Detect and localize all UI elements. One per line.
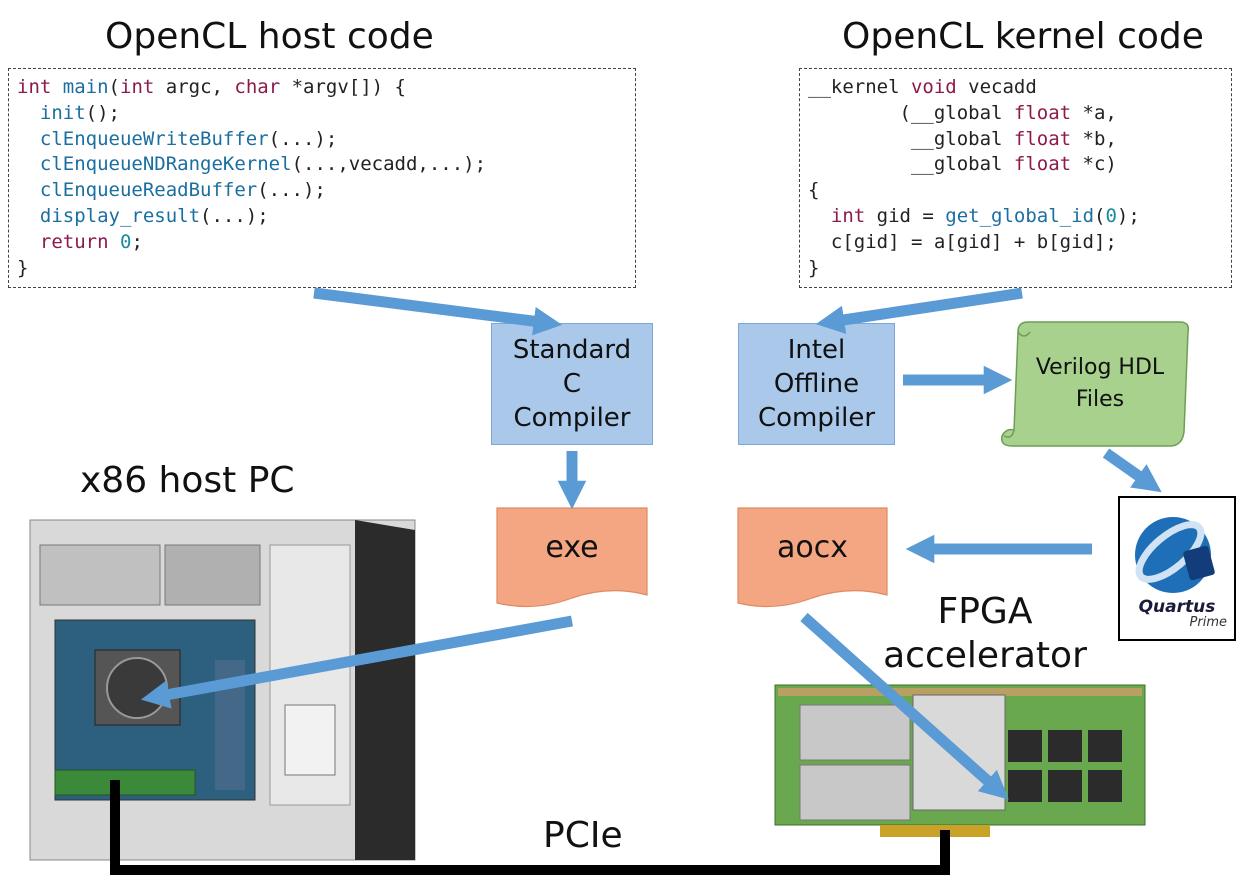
host-code-line: clEnqueueWriteBuffer(...); bbox=[39, 127, 338, 150]
host-code-line: } bbox=[17, 256, 29, 279]
host-code-line: display_result(...); bbox=[39, 204, 269, 227]
host-code-line: clEnqueueReadBuffer(...); bbox=[39, 179, 326, 202]
exe-document-shape bbox=[496, 507, 648, 608]
quartus-logo-text: Quartus bbox=[1138, 597, 1216, 617]
kernel-code-line: __global float *b, bbox=[808, 127, 1117, 150]
arrow-exe-to-host-pc bbox=[140, 615, 573, 709]
kernel-code-line: (__global float *a, bbox=[808, 101, 1117, 124]
arrow-verilog-to-quartus bbox=[1102, 448, 1162, 493]
kernel-code-line: { bbox=[808, 179, 820, 202]
host-code-line: init(); bbox=[39, 101, 120, 124]
arrow-kernel-code-to-intel bbox=[815, 287, 1023, 335]
host-code-line: int main(int argc, char *argv[]) { bbox=[17, 76, 407, 98]
host-code-line: clEnqueueNDRangeKernel(...,vecadd,...); bbox=[39, 153, 487, 176]
verilog-scroll-shape bbox=[1000, 321, 1190, 447]
kernel-code-box: __kernel void vecadd (__global float *a,… bbox=[799, 68, 1232, 288]
host-code-line: return 0; bbox=[39, 230, 143, 253]
standard-c-compiler-box: Standard C Compiler bbox=[491, 323, 653, 445]
host-code-box: int main(int argc, char *argv[]) { init(… bbox=[8, 68, 636, 288]
quartus-prime-logo-icon bbox=[1118, 496, 1236, 641]
verilog-hdl-files-label: Verilog HDL Files bbox=[1035, 355, 1165, 412]
host-pc-label: x86 host PC bbox=[80, 460, 295, 501]
flow-arrows bbox=[140, 287, 1162, 800]
arrow-aocx-to-fpga bbox=[800, 612, 1009, 800]
host-code-title: OpenCL host code bbox=[105, 16, 434, 57]
arrow-host-code-to-compiler bbox=[313, 287, 563, 336]
pcie-cable bbox=[110, 780, 950, 875]
kernel-code-line: int gid = get_global_id(0); bbox=[830, 204, 1140, 227]
kernel-code-line: __kernel void vecadd bbox=[808, 76, 1037, 98]
aocx-label: aocx bbox=[777, 530, 848, 565]
host-code-listing: int main(int argc, char *argv[]) { init(… bbox=[9, 69, 635, 281]
pcie-label: PCIe bbox=[543, 815, 623, 856]
intel-offline-compiler-box: Intel Offline Compiler bbox=[738, 323, 895, 445]
kernel-code-line: __global float *c) bbox=[808, 153, 1117, 176]
aocx-document-shape bbox=[737, 507, 888, 608]
quartus-logo-subtext: Prime bbox=[1189, 615, 1227, 630]
exe-label: exe bbox=[545, 530, 599, 565]
fpga-accelerator-label: FPGA accelerator bbox=[883, 591, 1087, 676]
kernel-code-line: } bbox=[808, 256, 820, 279]
kernel-code-title: OpenCL kernel code bbox=[842, 16, 1204, 57]
kernel-code-listing: __kernel void vecadd (__global float *a,… bbox=[800, 69, 1231, 281]
kernel-code-line: c[gid] = a[gid] + b[gid]; bbox=[808, 230, 1117, 253]
